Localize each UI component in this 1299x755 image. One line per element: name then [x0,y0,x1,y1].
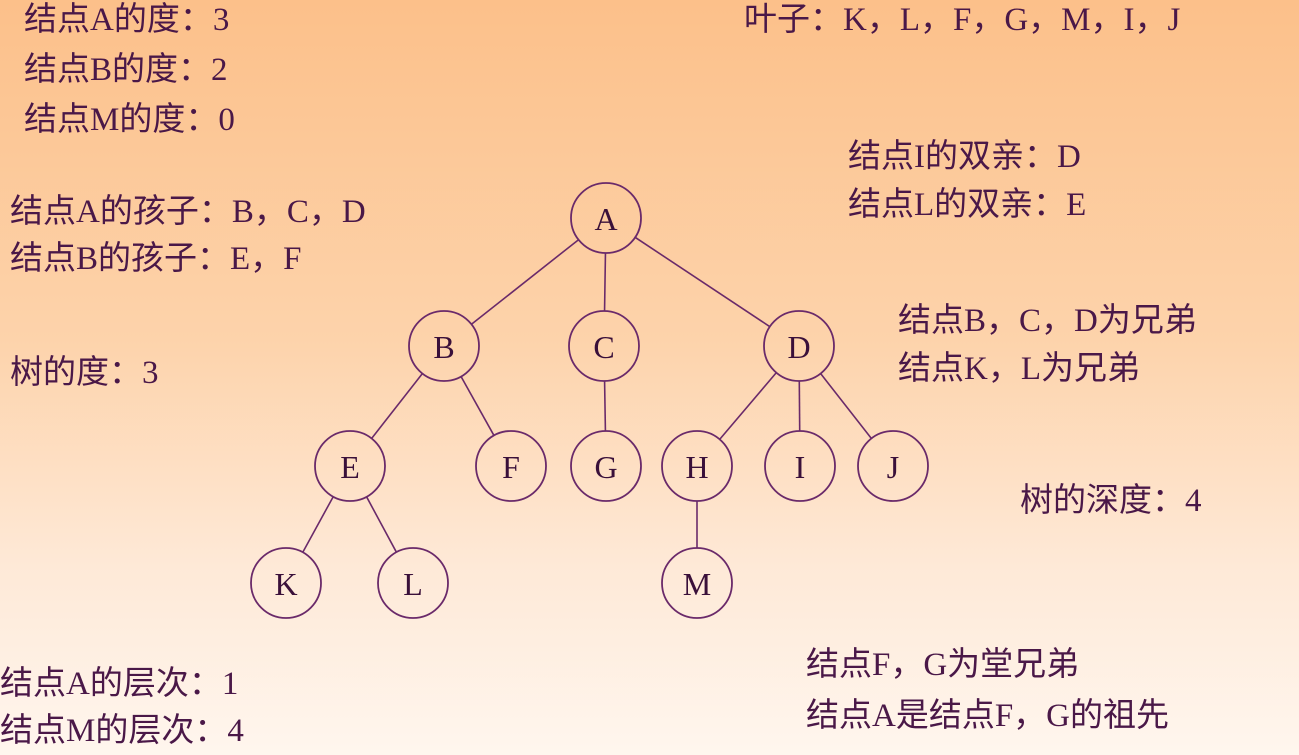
level-a-note: 结点A的层次：1 [0,666,239,702]
node-label-g: G [594,449,617,485]
degree-m-note: 结点M的度：0 [24,102,235,138]
node-label-a: A [594,201,617,237]
node-label-b: B [433,329,454,365]
node-label-h: H [685,449,708,485]
node-circle-b [408,310,480,382]
node-k: K [250,547,322,619]
leaves-note: 叶子：K，L，F，G，M，I，J [744,2,1181,38]
node-label-m: M [683,566,711,602]
node-a: A [570,182,642,254]
node-circle-d [763,310,835,382]
edge-a-b [470,239,580,325]
children-b-note: 结点B的孩子：E，F [10,241,302,277]
node-circle-m [661,547,733,619]
node-i: I [764,430,836,502]
cousins-fg-note: 结点F，G为堂兄弟 [806,647,1080,683]
node-label-k: K [274,566,297,602]
node-label-l: L [403,566,423,602]
node-circle-k [250,547,322,619]
node-c: C [568,310,640,382]
node-circle-g [570,430,642,502]
edge-b-e [370,373,424,439]
children-a-note: 结点A的孩子：B，C，D [10,194,366,230]
node-d: D [763,310,835,382]
edge-e-k [302,496,334,553]
level-m-note: 结点M的层次：4 [0,713,244,749]
tree-degree-note: 树的度：3 [10,355,159,391]
node-label-f: F [502,449,520,485]
node-label-c: C [593,329,614,365]
parent-l-note: 结点L的双亲：E [848,187,1087,223]
parent-i-note: 结点I的双亲：D [848,139,1081,175]
node-circle-f [475,430,547,502]
degree-a-note: 结点A的度：3 [24,2,230,38]
node-g: G [570,430,642,502]
node-circle-l [377,547,449,619]
edge-a-c [603,252,607,312]
node-h: H [661,430,733,502]
node-b: B [408,310,480,382]
tree-nodes: A B C D E F G H I J K L M [250,182,929,619]
edge-e-l [365,496,398,553]
node-m: M [661,547,733,619]
node-label-j: J [887,449,899,485]
node-j: J [857,430,929,502]
node-l: L [377,547,449,619]
edge-a-d [634,236,771,328]
node-f: F [475,430,547,502]
node-circle-c [568,310,640,382]
tree-depth-note: 树的深度：4 [1020,483,1202,519]
edge-b-f [460,376,495,436]
node-circle-e [314,430,386,502]
node-circle-h [661,430,733,502]
node-label-i: I [795,449,806,485]
node-label-d: D [787,329,810,365]
node-label-e: E [340,449,360,485]
ancestor-a-note: 结点A是结点F，G的祖先 [806,698,1170,734]
tree-edges [302,236,873,553]
edge-d-j [819,373,873,439]
node-e: E [314,430,386,502]
node-circle-a [570,182,642,254]
degree-b-note: 结点B的度：2 [24,52,228,88]
siblings-bcd-note: 结点B，C，D为兄弟 [898,303,1197,339]
edge-c-g [603,380,607,432]
siblings-kl-note: 结点K，L为兄弟 [898,351,1140,387]
node-circle-j [857,430,929,502]
node-circle-i [764,430,836,502]
edge-d-h [719,372,777,440]
